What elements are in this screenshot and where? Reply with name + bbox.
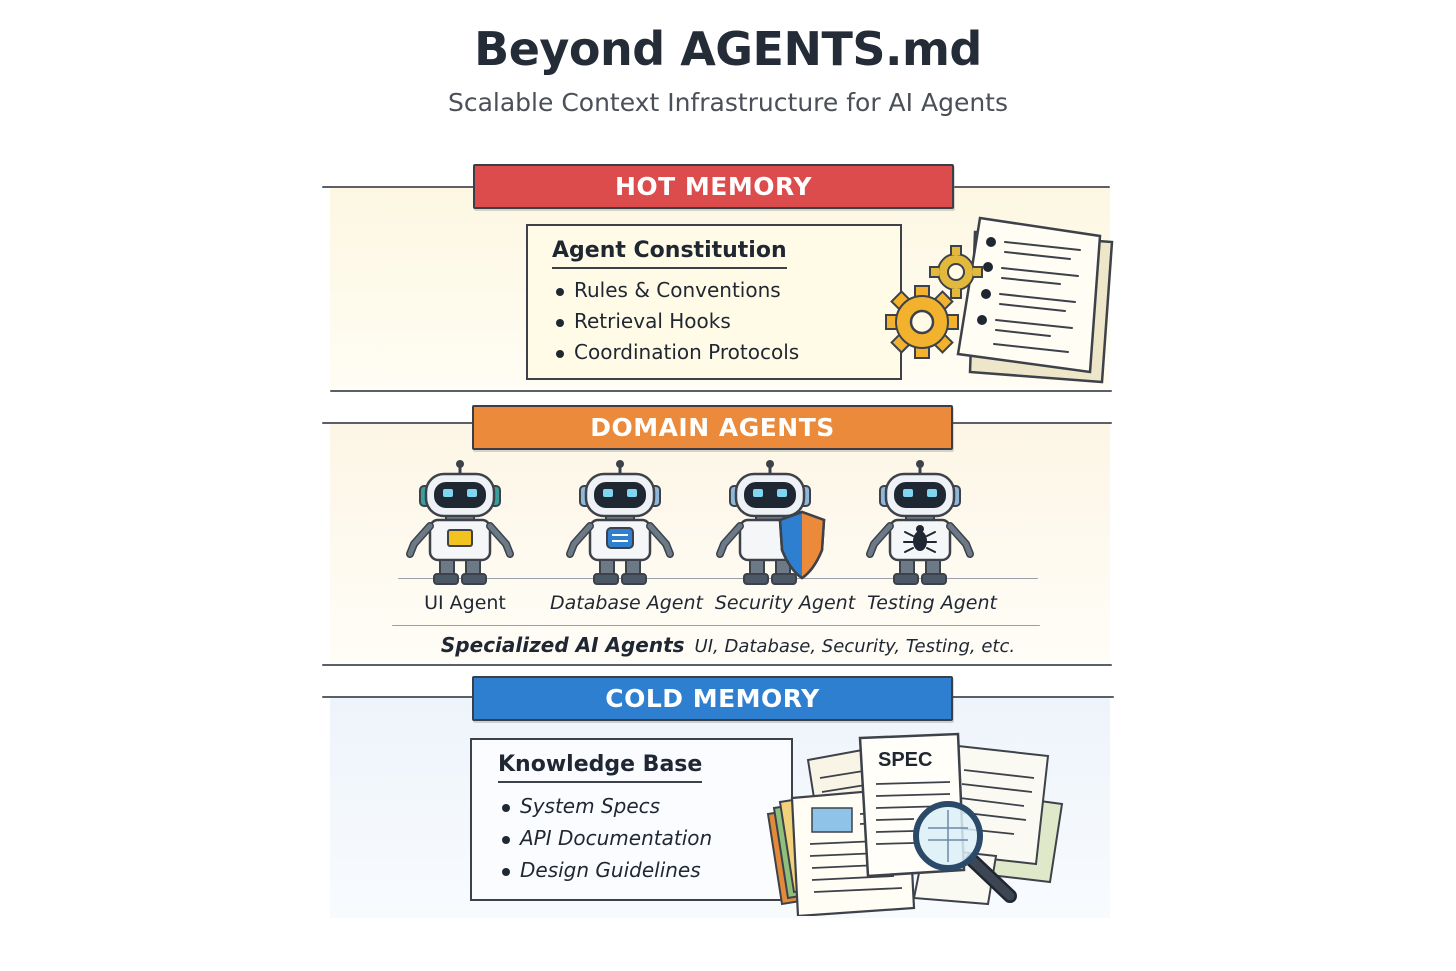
constitution-list: Rules & Conventions Retrieval Hooks Coor… — [554, 278, 799, 371]
cold-memory-banner: COLD MEMORY — [472, 676, 953, 721]
list-item: API Documentation — [500, 826, 712, 858]
agent-label-security: Security Agent — [714, 592, 856, 614]
knowledge-base-card: Knowledge Base System Specs API Document… — [470, 738, 793, 901]
card-title: Agent Constitution — [552, 238, 787, 269]
robot-security-icon — [716, 460, 826, 585]
divider-line — [322, 696, 474, 698]
card-title: Knowledge Base — [498, 752, 703, 783]
agent-label-ui: UI Agent — [424, 592, 506, 614]
domain-agents-banner: DOMAIN AGENTS — [472, 405, 953, 450]
specialized-agents-caption: Specialized AI Agents UI, Database, Secur… — [0, 633, 1456, 657]
divider-line — [322, 664, 1112, 666]
divider-line — [330, 390, 1112, 392]
robot-testing-icon — [866, 460, 974, 585]
spec-doc-label: SPEC — [878, 749, 932, 771]
caption-main: Specialized AI Agents — [440, 633, 685, 657]
agent-constitution-card: Agent Constitution Rules & Conventions R… — [526, 224, 902, 380]
robot-ui-icon — [406, 460, 514, 585]
agent-label-database: Database Agent — [550, 592, 703, 614]
page-subtitle: Scalable Context Infrastructure for AI A… — [447, 88, 1008, 117]
agent-label-testing: Testing Agent — [867, 592, 997, 614]
list-item: Retrieval Hooks — [554, 309, 799, 340]
divider-line — [322, 422, 474, 424]
knowledge-list: System Specs API Documentation Design Gu… — [500, 794, 712, 890]
divider-line — [954, 186, 1110, 188]
list-item: Rules & Conventions — [554, 278, 799, 309]
list-item: Design Guidelines — [500, 858, 712, 890]
page-title: Beyond AGENTS.md — [474, 22, 982, 76]
robot-database-icon — [566, 460, 674, 585]
divider-line — [392, 625, 1040, 626]
list-item: System Specs — [500, 794, 712, 826]
list-item: Coordination Protocols — [554, 340, 799, 371]
divider-line — [952, 696, 1114, 698]
hot-memory-banner: HOT MEMORY — [473, 164, 954, 209]
documents-magnifier-icon: SPEC — [766, 732, 1064, 916]
gears-document-icon — [885, 216, 1114, 384]
divider-line — [398, 578, 1038, 579]
caption-sub: UI, Database, Security, Testing, etc. — [694, 636, 1016, 657]
divider-line — [952, 422, 1112, 424]
divider-line — [322, 186, 474, 188]
